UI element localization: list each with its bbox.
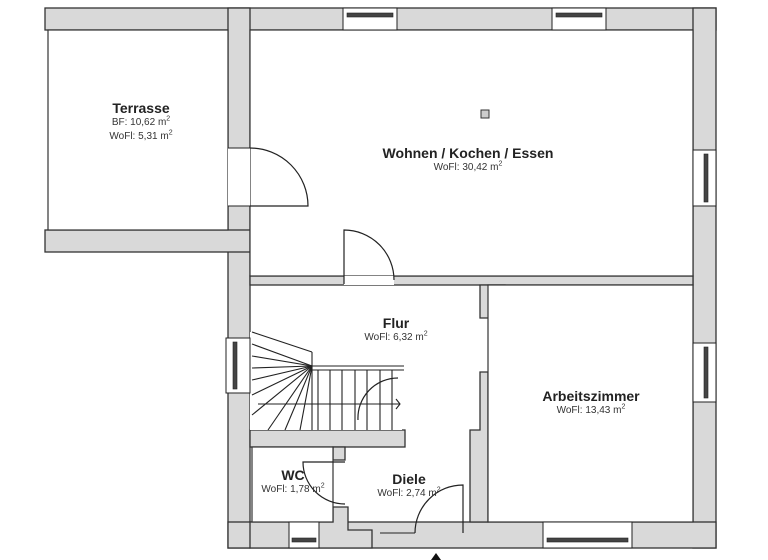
terrace-door-opening <box>228 148 250 206</box>
room-label-flur: Flur WoFl: 6,32 m2 <box>364 315 427 345</box>
staircase <box>250 331 404 431</box>
living-door-opening <box>344 276 394 285</box>
room-name: Terrasse <box>112 100 170 116</box>
room-name: WC <box>281 467 305 483</box>
wc-door <box>302 461 346 505</box>
arbeitszimmer-area <box>487 284 694 523</box>
room-area: WoFl: 13,43 m2 <box>556 403 626 416</box>
room-name: Flur <box>382 315 410 331</box>
terrace-door <box>249 147 309 207</box>
room-area: WoFl: 5,31 m2 <box>109 129 173 142</box>
doors <box>249 147 464 534</box>
windows <box>225 7 717 549</box>
wc-area <box>251 446 334 523</box>
room-area: WoFl: 1,78 m2 <box>261 482 325 495</box>
room-label-diele: Diele WoFl: 2,74 m2 <box>377 471 440 501</box>
room-label-arbeitszimmer: Arbeitszimmer WoFl: 13,43 m2 <box>542 388 639 418</box>
rooms <box>47 29 694 523</box>
chimney-square <box>480 109 490 119</box>
room-label-terrasse: Terrasse BF: 10,62 m2 WoFl: 5,31 m2 <box>109 100 172 144</box>
entrance-door <box>414 484 464 534</box>
room-label-wc: WC WoFl: 1,78 m2 <box>261 467 324 497</box>
room-area: WoFl: 30,42 m2 <box>433 160 503 173</box>
walls <box>44 7 717 549</box>
living-door <box>343 229 395 284</box>
room-name: Arbeitszimmer <box>542 388 640 404</box>
room-name: Diele <box>392 471 426 487</box>
room-label-wohnen: Wohnen / Kochen / Essen WoFl: 30,42 m2 <box>383 145 554 175</box>
room-name: Wohnen / Kochen / Essen <box>382 145 554 161</box>
room-area: WoFl: 2,74 m2 <box>377 486 441 499</box>
wohnen-area <box>249 29 694 277</box>
terrasse-area <box>47 29 229 231</box>
entrance-arrow-icon <box>431 553 441 560</box>
room-area: BF: 10,62 m2 <box>111 115 171 128</box>
room-area: WoFl: 6,32 m2 <box>364 330 428 343</box>
